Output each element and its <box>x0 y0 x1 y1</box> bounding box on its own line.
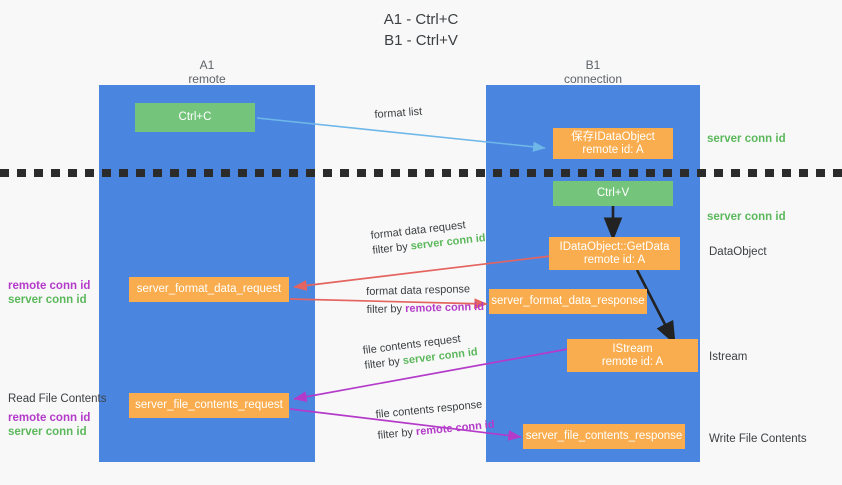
filter-token-remote-conn-id: remote conn id <box>415 418 496 439</box>
filter-token-remote-conn-id: remote conn id <box>404 300 485 315</box>
edge-label-format-data-request: format data request filter by server con… <box>370 216 486 259</box>
node-ctrl-v-label: Ctrl+V <box>596 187 630 199</box>
node-server-file-contents-request[interactable]: server_file_contents_request <box>129 393 289 418</box>
edge-label-format-list-text: format list <box>374 105 423 121</box>
node-save-idataobject-title: 保存IDataObject <box>571 130 655 143</box>
node-server-format-data-response-label: server_format_data_response <box>491 295 645 307</box>
node-istream-title: IStream <box>612 342 653 355</box>
annotation-remote-conn-id-file: remote conn id <box>8 412 91 424</box>
title-line-2: B1 - Ctrl+V <box>384 32 458 49</box>
phase-divider <box>0 169 842 177</box>
node-istream[interactable]: IStream remote id: A <box>567 339 698 372</box>
lane-a1-role: remote <box>188 72 226 86</box>
node-save-idataobject[interactable]: 保存IDataObject remote id: A <box>553 128 673 159</box>
node-idataobject-getdata[interactable]: IDataObject::GetData remote id: A <box>549 237 680 270</box>
annotation-group-file-conn-ids: remote conn id server conn id <box>8 411 90 439</box>
annotation-read-file-contents: Read File Contents <box>8 393 107 405</box>
filter-by-prefix: filter by <box>371 240 412 257</box>
lane-b1-name: B1 <box>585 58 601 72</box>
annotation-group-format-conn-ids: remote conn id server conn id <box>8 279 90 307</box>
node-server-file-contents-request-label: server_file_contents_request <box>135 399 283 411</box>
node-ctrl-v[interactable]: Ctrl+V <box>553 181 673 206</box>
annotation-istream: Istream <box>709 351 748 363</box>
edge-label-file-contents-request: file contents request filter by server c… <box>362 330 479 374</box>
lane-b1-role: connection <box>563 72 623 86</box>
title-line-1: A1 - Ctrl+C <box>383 11 459 28</box>
node-server-format-data-request[interactable]: server_format_data_request <box>129 277 289 302</box>
node-server-file-contents-response-label: server_file_contents_response <box>525 430 683 442</box>
node-server-format-data-response[interactable]: server_format_data_response <box>489 289 647 314</box>
filter-by-prefix: filter by <box>377 426 417 442</box>
node-getdata-remote-id: remote id: A <box>583 253 646 266</box>
annotation-remote-conn-id-format: remote conn id <box>8 280 91 292</box>
node-ctrl-c[interactable]: Ctrl+C <box>135 103 255 132</box>
lane-a1-name: A1 <box>199 58 215 72</box>
annotation-dataobject: DataObject <box>709 246 767 258</box>
page-title: A1 - Ctrl+C B1 - Ctrl+V <box>0 9 842 51</box>
node-save-idataobject-remote-id: remote id: A <box>582 143 644 156</box>
edge-label-file-contents-response-line2: filter by remote conn id <box>377 418 495 444</box>
filter-by-prefix: filter by <box>366 302 406 316</box>
edge-label-format-list: format list <box>374 105 423 123</box>
edge-label-file-contents-response: file contents response filter by remote … <box>375 397 495 444</box>
edge-label-format-data-response-line1: format data response <box>366 283 471 298</box>
edge-label-format-data-response-line2: filter by remote conn id <box>366 300 484 318</box>
lane-caption-b1: B1 connection <box>486 58 700 86</box>
filter-by-prefix: filter by <box>363 355 404 372</box>
node-istream-remote-id: remote id: A <box>601 355 664 368</box>
node-getdata-title: IDataObject::GetData <box>559 240 670 253</box>
lane-caption-a1: A1 remote <box>99 58 315 86</box>
node-ctrl-c-label: Ctrl+C <box>178 111 212 123</box>
node-server-file-contents-response[interactable]: server_file_contents_response <box>523 424 685 449</box>
annotation-write-file-contents: Write File Contents <box>709 433 807 445</box>
annotation-server-conn-id-top: server conn id <box>707 133 786 145</box>
annotation-server-conn-id-file: server conn id <box>8 426 87 438</box>
node-server-format-data-request-label: server_format_data_request <box>136 283 282 295</box>
edge-label-format-data-response: format data response filter by remote co… <box>366 282 484 318</box>
annotation-server-conn-id-format: server conn id <box>8 294 87 306</box>
annotation-server-conn-id-mid: server conn id <box>707 211 786 223</box>
